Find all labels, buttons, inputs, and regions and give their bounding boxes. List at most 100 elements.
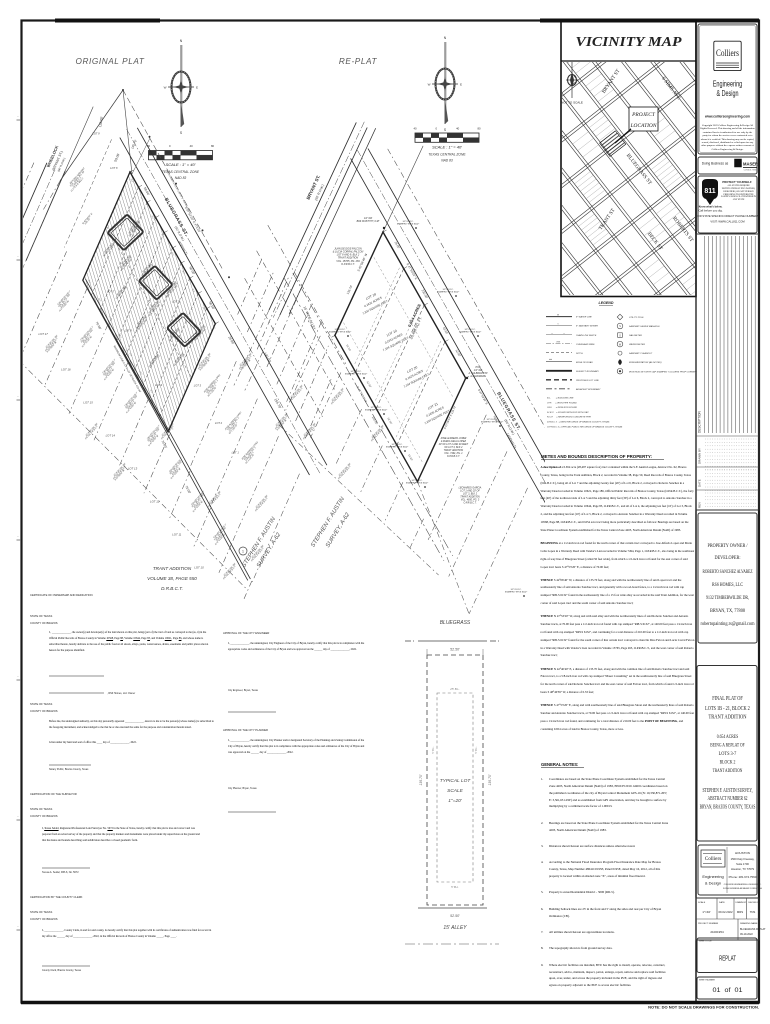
svg-text:CERTIFICATE OF OWNERSHIP AND D: CERTIFICATE OF OWNERSHIP AND DEDICATION <box>30 593 93 597</box>
svg-text:& MARIA CELIA LOPEZ: & MARIA CELIA LOPEZ <box>441 440 467 443</box>
svg-text:52.50': 52.50' <box>455 349 462 358</box>
svg-text:OF LOT 3, BLK 2: OF LOT 3, BLK 2 <box>444 447 463 449</box>
svg-text:TRANT ADDITION: TRANT ADDITION <box>709 714 747 721</box>
svg-text:25.0': 25.0' <box>108 316 112 321</box>
svg-text:155.70': 155.70' <box>273 398 282 410</box>
svg-text:TRANT ST: TRANT ST <box>598 207 617 231</box>
svg-text:SCALE : 1" = 40': SCALE : 1" = 40' <box>432 145 462 150</box>
svg-text:ADJACENT BOUNDARY: ADJACENT BOUNDARY <box>575 388 601 391</box>
svg-text:25.0': 25.0' <box>202 307 206 312</box>
svg-text:ROBERTO SANCHEZ ALVAREZ: ROBERTO SANCHEZ ALVAREZ <box>703 570 753 575</box>
svg-text:Phone: 281.674.7560: Phone: 281.674.7560 <box>729 875 757 879</box>
svg-text:S: S <box>619 325 621 328</box>
svg-text:5' B.L.: 5' B.L. <box>474 746 478 754</box>
svg-text:O.P.R.B.C.T.: O.P.R.B.C.T. <box>245 451 255 462</box>
svg-text:1/2" F.I.R.C.: 1/2" F.I.R.C. <box>487 419 498 421</box>
svg-text:25.0': 25.0' <box>160 234 164 239</box>
svg-text:LOT 13: LOT 13 <box>128 467 138 471</box>
svg-text:BEING A REPLAT OF: BEING A REPLAT OF <box>710 743 745 748</box>
svg-text:01 of 01: 01 of 01 <box>713 987 743 994</box>
svg-text:128.00': 128.00' <box>98 116 104 128</box>
svg-text:D.R.B.C.T. = DEED RECORDS OF: D.R.B.C.T. = DEED RECORDS OF BRAZOS COUN… <box>547 421 610 424</box>
svg-text:SANITARY CLEANOUT: SANITARY CLEANOUT <box>629 352 653 355</box>
svg-text:D.R.B.C.T.: D.R.B.C.T. <box>161 586 183 591</box>
svg-text:BRYAN, BRAZOS COUNTY, TEXAS: BRYAN, BRAZOS COUNTY, TEXAS <box>700 805 756 811</box>
svg-text:SANITARY SEWER MANHOLE: SANITARY SEWER MANHOLE <box>629 325 660 328</box>
svg-text:LOT 17: LOT 17 <box>39 332 49 336</box>
svg-text:●: ● <box>18 396 19 398</box>
svg-text:COUNTY OF BRAZOS: COUNTY OF BRAZOS <box>30 814 58 818</box>
svg-text:TRANT ADDITION: TRANT ADDITION <box>338 257 359 260</box>
svg-text:BRYANT ST: BRYANT ST <box>601 68 622 95</box>
svg-text:COUNTY OF BRAZOS: COUNTY OF BRAZOS <box>30 917 58 921</box>
svg-text:COUNTY OF BRAZOS: COUNTY OF BRAZOS <box>30 709 58 713</box>
svg-text:MASER: MASER <box>743 162 758 168</box>
svg-text:SCALE : 1" = 40': SCALE : 1" = 40' <box>166 162 196 167</box>
svg-text:LOT 3, BLK 2: LOT 3, BLK 2 <box>463 493 478 495</box>
svg-text:O.P.R.B.C.T.= OFFICIAL PUBLIC: O.P.R.B.C.T.= OFFICIAL PUBLIC RECORDS OF… <box>547 425 623 428</box>
svg-text:STAMPED "RPLS 6132": STAMPED "RPLS 6132" <box>459 331 482 334</box>
svg-text:15' ALLEY: 15' ALLEY <box>443 925 467 931</box>
svg-text:BRS W/15/77TH, 0.48': BRS W/15/77TH, 0.48' <box>357 220 380 223</box>
svg-text:50' MIN. BLD: 50' MIN. BLD <box>168 281 178 292</box>
svg-text:& LUCIA CORRAL FALCON: & LUCIA CORRAL FALCON <box>333 251 364 254</box>
svg-text:●: ● <box>18 536 19 538</box>
svg-text:70.00': 70.00' <box>184 485 192 495</box>
svg-text:80: 80 <box>211 144 215 148</box>
svg-text:50' MIN. BLD: 50' MIN. BLD <box>137 315 147 326</box>
svg-text:52.50': 52.50' <box>387 417 394 425</box>
svg-text:S: S <box>444 128 447 132</box>
svg-text:VOL. 7494, PG. 1: VOL. 7494, PG. 1 <box>444 452 463 455</box>
svg-text:0.654 ACRES: 0.654 ACRES <box>717 735 739 740</box>
svg-text:25.0': 25.0' <box>149 389 153 394</box>
svg-text:1/2" F.I.R.C.: 1/2" F.I.R.C. <box>403 221 414 223</box>
svg-text:POB: POB <box>476 367 481 369</box>
svg-text:RS6 HOMES, LLC: RS6 HOMES, LLC <box>712 583 743 588</box>
svg-text:O.P.R.B.C.T.: O.P.R.B.C.T. <box>463 502 476 504</box>
svg-text:STEPHEN F. AUSTIN SURVEY,: STEPHEN F. AUSTIN SURVEY, <box>703 788 753 794</box>
svg-text:EDGE OF ROAD: EDGE OF ROAD <box>576 361 593 364</box>
svg-text:LOCATION: LOCATION <box>630 123 657 129</box>
svg-text:25.0': 25.0' <box>170 426 174 431</box>
svg-text:CERTIFICATION BY THE COUNTY CL: CERTIFICATION BY THE COUNTY CLERK <box>30 895 83 899</box>
svg-text:PROPOSED LOT LINE: PROPOSED LOT LINE <box>576 380 599 382</box>
svg-text:A. FULBRIGHT/W: A. FULBRIGHT/W <box>468 372 489 375</box>
svg-text:Teresa A. Seidel, RPLS, No. 56: Teresa A. Seidel, RPLS, No. 5672 <box>42 871 79 874</box>
svg-text:www.colliersengineering.com: www.colliersengineering.com <box>704 115 750 119</box>
svg-text:5' B.L.: 5' B.L. <box>451 885 459 889</box>
svg-text:S 42°06'40" W: S 42°06'40" W <box>356 253 368 272</box>
svg-text:25.0': 25.0' <box>87 280 91 285</box>
svg-text:UTILITY POLE: UTILITY POLE <box>629 317 644 319</box>
svg-text:(60' R.O.W.): (60' R.O.W.) <box>56 157 66 173</box>
svg-text:W: W <box>619 343 622 346</box>
svg-text:STAMPED "RPLS 6132": STAMPED "RPLS 6132" <box>386 446 409 449</box>
svg-text:Call before you dig.: Call before you dig. <box>698 209 722 213</box>
svg-text:8" WATER LINE: 8" WATER LINE <box>576 316 592 319</box>
svg-text:LOT 1: LOT 1 <box>232 451 240 455</box>
svg-text:LOT 2: LOT 2 <box>215 421 223 425</box>
svg-text:Engineering: Engineering <box>702 874 723 879</box>
svg-text:40: 40 <box>147 144 151 148</box>
svg-text:50' MIN. BLD: 50' MIN. BLD <box>150 354 160 365</box>
svg-text:VOL. 4650, PG. 3: VOL. 4650, PG. 3 <box>461 498 480 501</box>
svg-text:NOT TO SCALE: NOT TO SCALE <box>561 101 583 105</box>
svg-text:50' x 135.70': 50' x 135.70' <box>229 424 239 435</box>
svg-text:STATE OF TEXAS: STATE OF TEXAS <box>30 702 52 706</box>
svg-text:GAS METER: GAS METER <box>629 334 642 337</box>
svg-text:LOT 12: LOT 12 <box>150 500 160 504</box>
svg-text:50.00': 50.00' <box>113 152 120 162</box>
svg-text:S: S <box>180 131 183 135</box>
svg-text:BLUEGRASS ST: BLUEGRASS ST <box>625 153 653 187</box>
svg-text:LOT 8: LOT 8 <box>110 166 118 170</box>
svg-text:COUNTY OF BRAZOS: COUNTY OF BRAZOS <box>30 621 58 625</box>
svg-text:25.0': 25.0' <box>181 270 185 275</box>
svg-text:RE-PLAT: RE-PLAT <box>339 57 378 66</box>
svg-text:50' MIN. BLD: 50' MIN. BLD <box>104 243 114 254</box>
svg-text:OHW: OHW <box>556 342 561 344</box>
svg-text:D.R.B.C.T.: D.R.B.C.T. <box>105 368 114 377</box>
svg-text:APPROVAL OF THE CITY ENGINEER: APPROVAL OF THE CITY ENGINEER <box>223 631 269 635</box>
svg-text:STAMPED "RPLS 6132": STAMPED "RPLS 6132" <box>345 373 368 376</box>
svg-text:APPROVAL OF THE CITY PLANNER: APPROVAL OF THE CITY PLANNER <box>223 728 268 732</box>
svg-text:MRS: MRS <box>737 910 743 914</box>
svg-text:80: 80 <box>477 127 481 131</box>
